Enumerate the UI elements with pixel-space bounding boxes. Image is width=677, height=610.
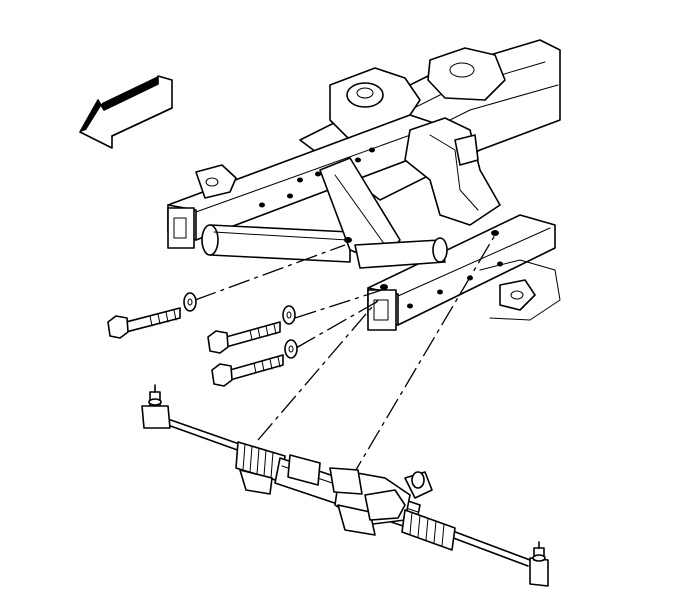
tie-rod-end-icon	[141, 384, 549, 587]
direction-arrow-icon	[79, 75, 173, 149]
frame-crossmember-icon	[167, 39, 561, 331]
alignment-lines	[194, 234, 496, 481]
mounting-bolt-icon	[107, 307, 284, 387]
washer-icon	[183, 292, 298, 359]
steering-gear-icon	[164, 417, 531, 567]
